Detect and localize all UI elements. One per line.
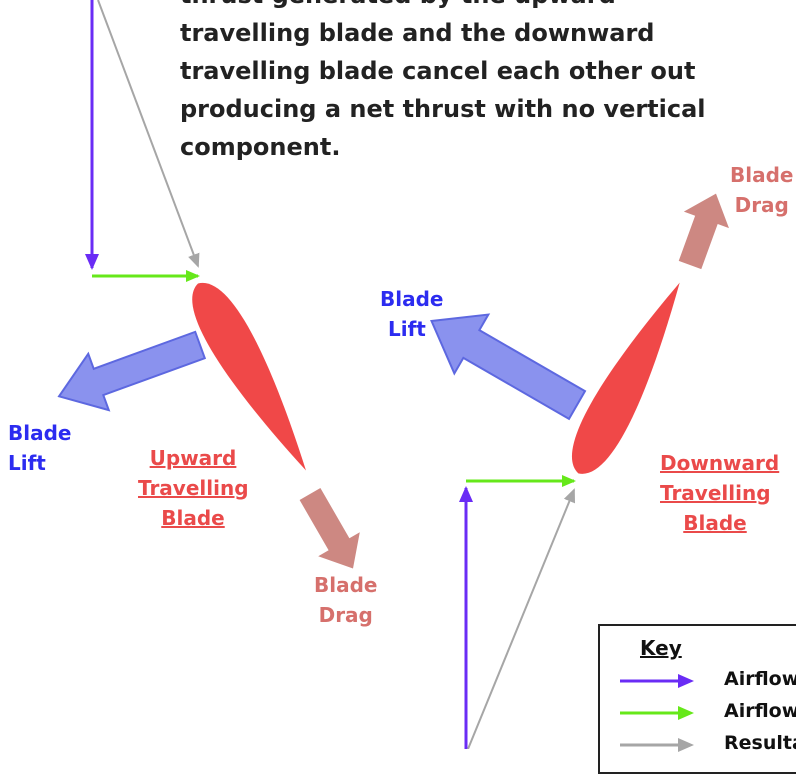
grey-arrow-icon [620,738,694,752]
legend-title: Key [640,636,682,660]
label-line: Upward [149,446,237,470]
label-line: Drag [318,603,373,627]
downward-resultant-arrow [467,488,576,749]
caption-line: producing a net thrust with no vertical [180,95,706,123]
upward-blade-name: Upward Travelling Blade [138,443,249,533]
label-line: Lift [388,317,426,341]
label-line: Drag [734,193,789,217]
legend-item-horizontal-airflow: Airflow [618,698,796,728]
legend-label: Airflow [724,700,796,722]
downward-drag-arrow [678,193,729,270]
caption-line: component. [180,133,341,161]
legend-item-vertical-airflow: Airflow [618,666,796,696]
caption-line: thrust generated by the upward [180,0,780,14]
label-line: Blade [8,421,72,445]
label-line: Travelling [138,476,249,500]
upward-lift-arrow [57,330,207,412]
caption-text: thrust generated by the upward travellin… [180,0,780,166]
downward-blade-name: Downward Travelling Blade [660,448,780,538]
upward-drag-arrow [299,488,360,569]
label-line: Lift [8,451,46,475]
label-line: Blade [683,511,747,535]
caption-line: travelling blade cancel each other out [180,57,696,85]
green-arrow-icon [620,706,694,720]
downward-lift-label: Blade Lift [380,284,443,344]
label-line: Downward [660,451,780,475]
blue-arrow-icon [620,674,694,688]
legend-item-resultant: Resultant [618,730,796,760]
downward-drag-label: Blade Drag [730,160,793,220]
label-line: Blade [314,573,378,597]
downward-lift-arrow [430,313,587,421]
label-line: Blade [380,287,444,311]
label-line: Blade [161,506,225,530]
legend-key: Key Airflow Airflow Resultant [598,624,796,774]
upward-lift-label: Blade Lift [8,418,71,478]
diagram-graphics [57,0,729,749]
legend-label: Resultant [724,732,796,754]
diagram-canvas: thrust generated by the upward travellin… [8,0,796,774]
label-line: Blade [730,163,794,187]
downward-blade-airfoil [571,282,680,474]
label-line: Travelling [660,481,771,505]
upward-resultant-arrow [97,0,200,268]
upward-drag-label: Blade Drag [314,570,377,630]
legend-label: Airflow [724,668,796,690]
caption-line: travelling blade and the downward [180,19,655,47]
upward-blade-airfoil [192,282,306,471]
